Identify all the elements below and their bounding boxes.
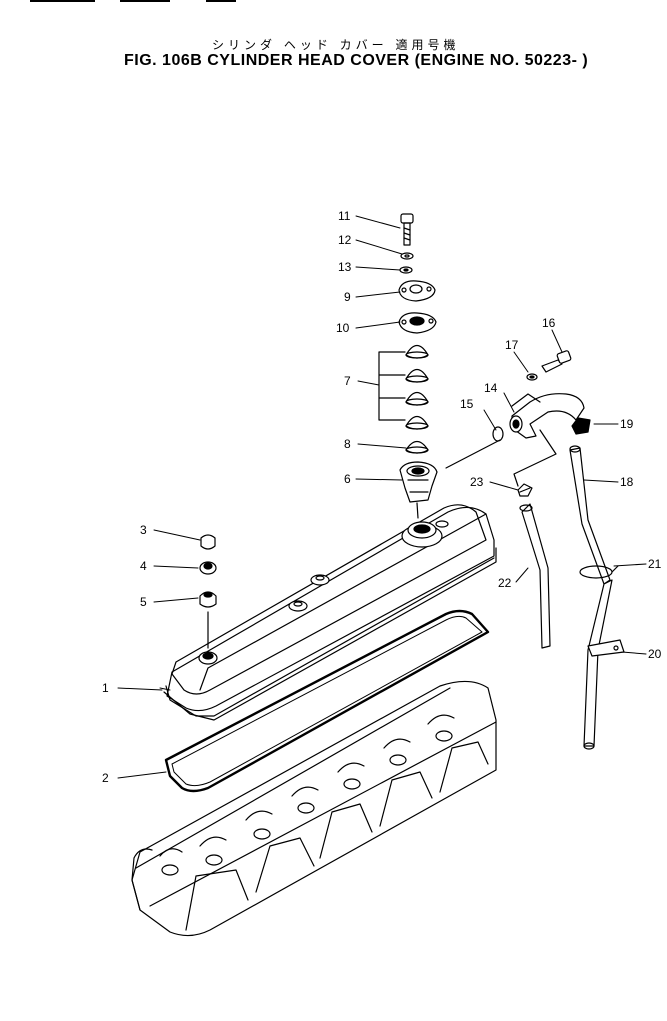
callout-18: 18 <box>620 475 634 489</box>
leader-lines <box>117 215 647 779</box>
part-18-hose <box>569 445 613 750</box>
callout-8: 8 <box>344 437 351 451</box>
header-rule-2 <box>120 0 170 2</box>
cylinder-head <box>131 680 497 937</box>
callout-2: 2 <box>102 771 109 785</box>
part-12-washer <box>400 252 414 260</box>
part-3-plug <box>200 534 216 550</box>
callout-6: 6 <box>344 472 351 486</box>
part-14-pipe-fitting <box>509 393 585 439</box>
callout-21: 21 <box>648 557 662 571</box>
callout-5: 5 <box>140 595 147 609</box>
callout-17: 17 <box>505 338 519 352</box>
callout-23: 23 <box>470 475 484 489</box>
title-japanese: シリンダ ヘッド カバー 適用号機 <box>212 38 460 52</box>
part-4-grommet <box>199 561 217 575</box>
part-5-grommet <box>199 591 217 608</box>
callout-19: 19 <box>620 417 634 431</box>
part-19-clamp <box>571 417 591 435</box>
callout-11: 11 <box>338 209 351 223</box>
part-15-o-ring <box>492 426 504 442</box>
callout-12: 12 <box>338 233 352 247</box>
callout-13: 13 <box>338 260 352 274</box>
callout-9: 9 <box>344 290 351 304</box>
callout-15: 15 <box>460 397 474 411</box>
part-13-washer <box>399 266 413 274</box>
callout-10: 10 <box>336 321 350 335</box>
part-9-cap <box>398 280 436 302</box>
callout-4: 4 <box>140 559 147 573</box>
callout-3: 3 <box>140 523 147 537</box>
callouts: 1 2 3 4 5 6 7 8 9 10 11 12 13 14 15 16 1… <box>102 209 662 785</box>
assembly-line-6 <box>445 439 501 469</box>
bracket-7 <box>378 351 406 421</box>
part-21-clip <box>579 565 619 579</box>
part-17-washer <box>526 373 538 381</box>
part-7-elements <box>405 344 429 430</box>
header-rule-3 <box>206 0 236 2</box>
header-rule-1 <box>30 0 95 2</box>
callout-1: 1 <box>102 681 109 695</box>
part-11-bolt <box>400 213 414 246</box>
part-22-hose <box>519 503 551 649</box>
part-8-element <box>405 440 429 454</box>
part-6-breather <box>399 461 438 519</box>
part-23-fitting <box>517 483 533 497</box>
callout-7: 7 <box>344 374 351 388</box>
part-16-bolt <box>541 350 572 373</box>
part-10-gasket <box>398 312 437 334</box>
figure-title: FIG. 106B CYLINDER HEAD COVER (ENGINE NO… <box>124 52 589 69</box>
assembly-lines-14 <box>511 393 557 487</box>
callout-20: 20 <box>648 647 662 661</box>
part-1-cover <box>163 504 497 721</box>
part-2-gasket <box>164 609 490 793</box>
callout-14: 14 <box>484 381 498 395</box>
callout-16: 16 <box>542 316 556 330</box>
callout-22: 22 <box>498 576 512 590</box>
